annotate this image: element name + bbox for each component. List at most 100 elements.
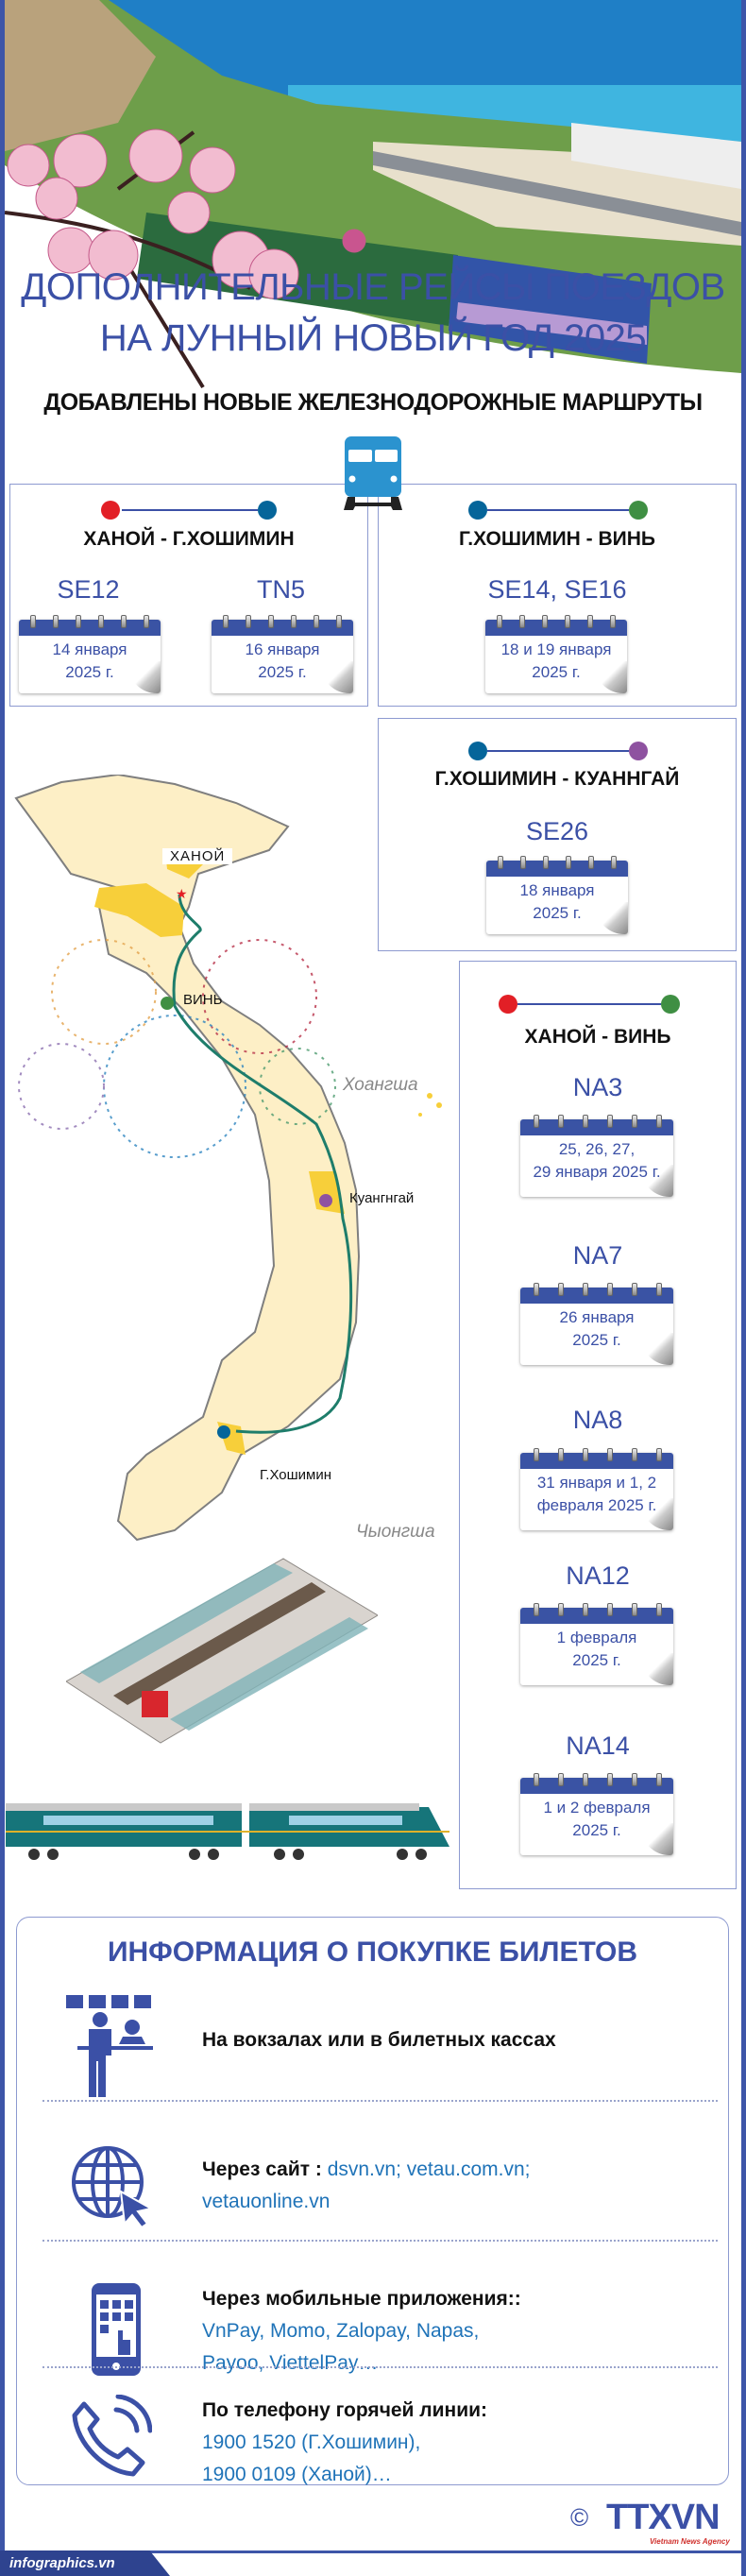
train-code: NA8: [572, 1406, 623, 1434]
calendar: 18 января 2025 г.: [486, 856, 628, 934]
website-link-vetauonline[interactable]: vetauonline.vn: [202, 2191, 331, 2212]
date-line2: 2025 г.: [65, 663, 114, 681]
date-line2: 2025 г.: [572, 1821, 621, 1839]
page-title-line2: НА ЛУННЫЙ НОВЫЙ ГОД 2025: [99, 317, 647, 359]
ttxvn-logo: TTXVN: [606, 2498, 721, 2537]
agency-name: Vietnam News Agency: [650, 2537, 730, 2546]
apps-list-2: Payoo, ViettelPay…: [202, 2352, 379, 2374]
ticket-counter-icon: [66, 1995, 157, 2104]
fireworks: [18, 939, 336, 1158]
vinh-dot: [629, 501, 648, 520]
map-label-truongsa: Чыонгша: [356, 1522, 435, 1542]
hcm-dot: [468, 742, 487, 760]
calendar: 1 февраля 2025 г.: [520, 1603, 673, 1685]
copyright-symbol: ©: [570, 2503, 589, 2532]
route-arrow: [122, 509, 258, 511]
date-line1: 18 января: [519, 881, 595, 899]
route-card-hcm-quangngai: Г.ХОШИМИН - КУАННГАЙ SE26 18 января 2025 …: [378, 718, 737, 951]
train-code: NA12: [566, 1561, 630, 1590]
apps-label: Через мобильные приложения::: [202, 2288, 521, 2310]
train-code: SE14, SE16: [487, 575, 627, 604]
section-subtitle: ДОБАВЛЕНЫ НОВЫЕ ЖЕЛЕЗНОДОРОЖНЫЕ МАРШРУТЫ: [43, 389, 703, 416]
vietnam-map: ★: [5, 773, 458, 1573]
map-label-quangngai: Куангнгай: [349, 1190, 415, 1206]
date-line1: 31 января и 1, 2: [536, 1474, 657, 1492]
info-website: Через сайт : dsvn.vn; vetau.com.vn; veta…: [202, 2154, 530, 2218]
vinh-dot: [661, 995, 680, 1014]
route-name: ХАНОЙ - ВИНЬ: [524, 1026, 671, 1048]
rail-route-line: [172, 894, 353, 1434]
divider: [42, 2240, 718, 2242]
info-hotline: По телефону горячей линии: 1900 1520 (Г.…: [202, 2395, 487, 2491]
nghe-an-province: [94, 883, 184, 937]
map-label-hanoi: ХАНОЙ: [162, 848, 233, 864]
hcm-marker: [217, 1425, 230, 1439]
website-links[interactable]: dsvn.vn; vetau.com.vn;: [327, 2158, 531, 2180]
date-line1: 26 января: [559, 1308, 635, 1326]
date-line2: 2025 г.: [533, 904, 582, 922]
date-line1: 1 и 2 февраля: [543, 1799, 651, 1817]
calendar: 14 января 2025 г.: [19, 615, 161, 693]
footer-bar: [0, 2550, 746, 2576]
hcm-dot: [258, 501, 277, 520]
phone-call-icon: [71, 2394, 153, 2486]
train-code: SE12: [57, 575, 120, 604]
route-name: Г.ХОШИМИН - ВИНЬ: [458, 528, 656, 550]
train-code: NA14: [566, 1732, 630, 1760]
station-illustration: [65, 1530, 379, 1752]
page-title-line1: ДОПОЛНИТЕЛЬНЫЕ РЕЙСЫ ПОЕЗДОВ: [21, 266, 725, 308]
date-line2: 2025 г.: [572, 1651, 621, 1669]
calendar: 25, 26, 27,29 января 2025 г.: [520, 1115, 673, 1197]
footer-site[interactable]: infographics.vn: [0, 2550, 170, 2576]
date-line2: 29 января 2025 г.: [533, 1163, 661, 1181]
hotline-hanoi[interactable]: 1900 0109 (Ханой)…: [202, 2464, 392, 2485]
info-apps: Через мобильные приложения:: VnPay, Momo…: [202, 2283, 521, 2380]
route-card-hanoi-vinh: ХАНОЙ - ВИНЬ NA3 25, 26, 27,29 января 20…: [459, 961, 737, 1889]
map-label-hcm: Г.Хошимин: [260, 1467, 332, 1483]
passenger-train-illustration: [6, 1800, 449, 1867]
ticket-info-title: ИНФОРМАЦИЯ О ПОКУПКЕ БИЛЕТОВ: [107, 1936, 638, 1968]
date-line1: 14 января: [52, 640, 127, 658]
route-name: ХАНОЙ - Г.ХОШИМИН: [83, 528, 295, 550]
hero-photo: [5, 0, 741, 397]
route-arrow: [517, 1003, 661, 1005]
train-icon: [344, 436, 402, 515]
calendar: 18 и 19 января 2025 г.: [485, 615, 627, 693]
train-code: TN5: [256, 575, 305, 604]
mobile-app-icon: [92, 2283, 141, 2380]
globe-cursor-icon: [72, 2142, 157, 2234]
quangngai-province: [309, 1171, 345, 1214]
quangngai-marker: [319, 1194, 332, 1207]
date-line1: 1 февраля: [556, 1629, 637, 1646]
route-arrow: [487, 509, 629, 511]
divider: [42, 2100, 718, 2102]
map-label-hoangsa: Хоангша: [343, 1075, 418, 1095]
train-code: SE26: [525, 817, 589, 845]
date-line2: февраля 2025 г.: [536, 1496, 657, 1514]
train-code: NA3: [572, 1073, 623, 1101]
info-stations: На вокзалах или в билетных кассах: [202, 2029, 556, 2051]
website-label: Через сайт :: [202, 2158, 322, 2180]
hotline-label: По телефону горячей линии:: [202, 2399, 488, 2421]
hcm-dot: [468, 501, 487, 520]
apps-list-1: VnPay, Momo, Zalopay, Napas,: [202, 2320, 480, 2342]
ticket-info-panel: ИНФОРМАЦИЯ О ПОКУПКЕ БИЛЕТОВ На вокзалах…: [16, 1917, 729, 2485]
hanoi-dot: [499, 995, 517, 1014]
route-name: Г.ХОШИМИН - КУАННГАЙ: [434, 768, 680, 790]
hotline-hcm[interactable]: 1900 1520 (Г.Хошимин),: [202, 2431, 421, 2453]
calendar: 31 января и 1, 2 февраля 2025 г.: [520, 1448, 673, 1530]
frame-right: [741, 0, 746, 2576]
quangngai-dot: [629, 742, 648, 760]
train-code: NA7: [572, 1241, 623, 1270]
hanoi-dot: [101, 501, 120, 520]
date-line1: 16 января: [245, 640, 320, 658]
vinh-marker: [161, 997, 174, 1010]
date-line2: 2025 г.: [532, 663, 581, 681]
capital-star-icon: ★: [176, 886, 188, 901]
divider: [42, 2366, 718, 2368]
date-line1: 18 и 19 января: [500, 640, 612, 658]
map-label-vinh: ВИНЬ: [183, 992, 223, 1008]
route-card-hcm-vinh: Г.ХОШИМИН - ВИНЬ SE14, SE16 18 и 19 янва…: [378, 484, 737, 707]
